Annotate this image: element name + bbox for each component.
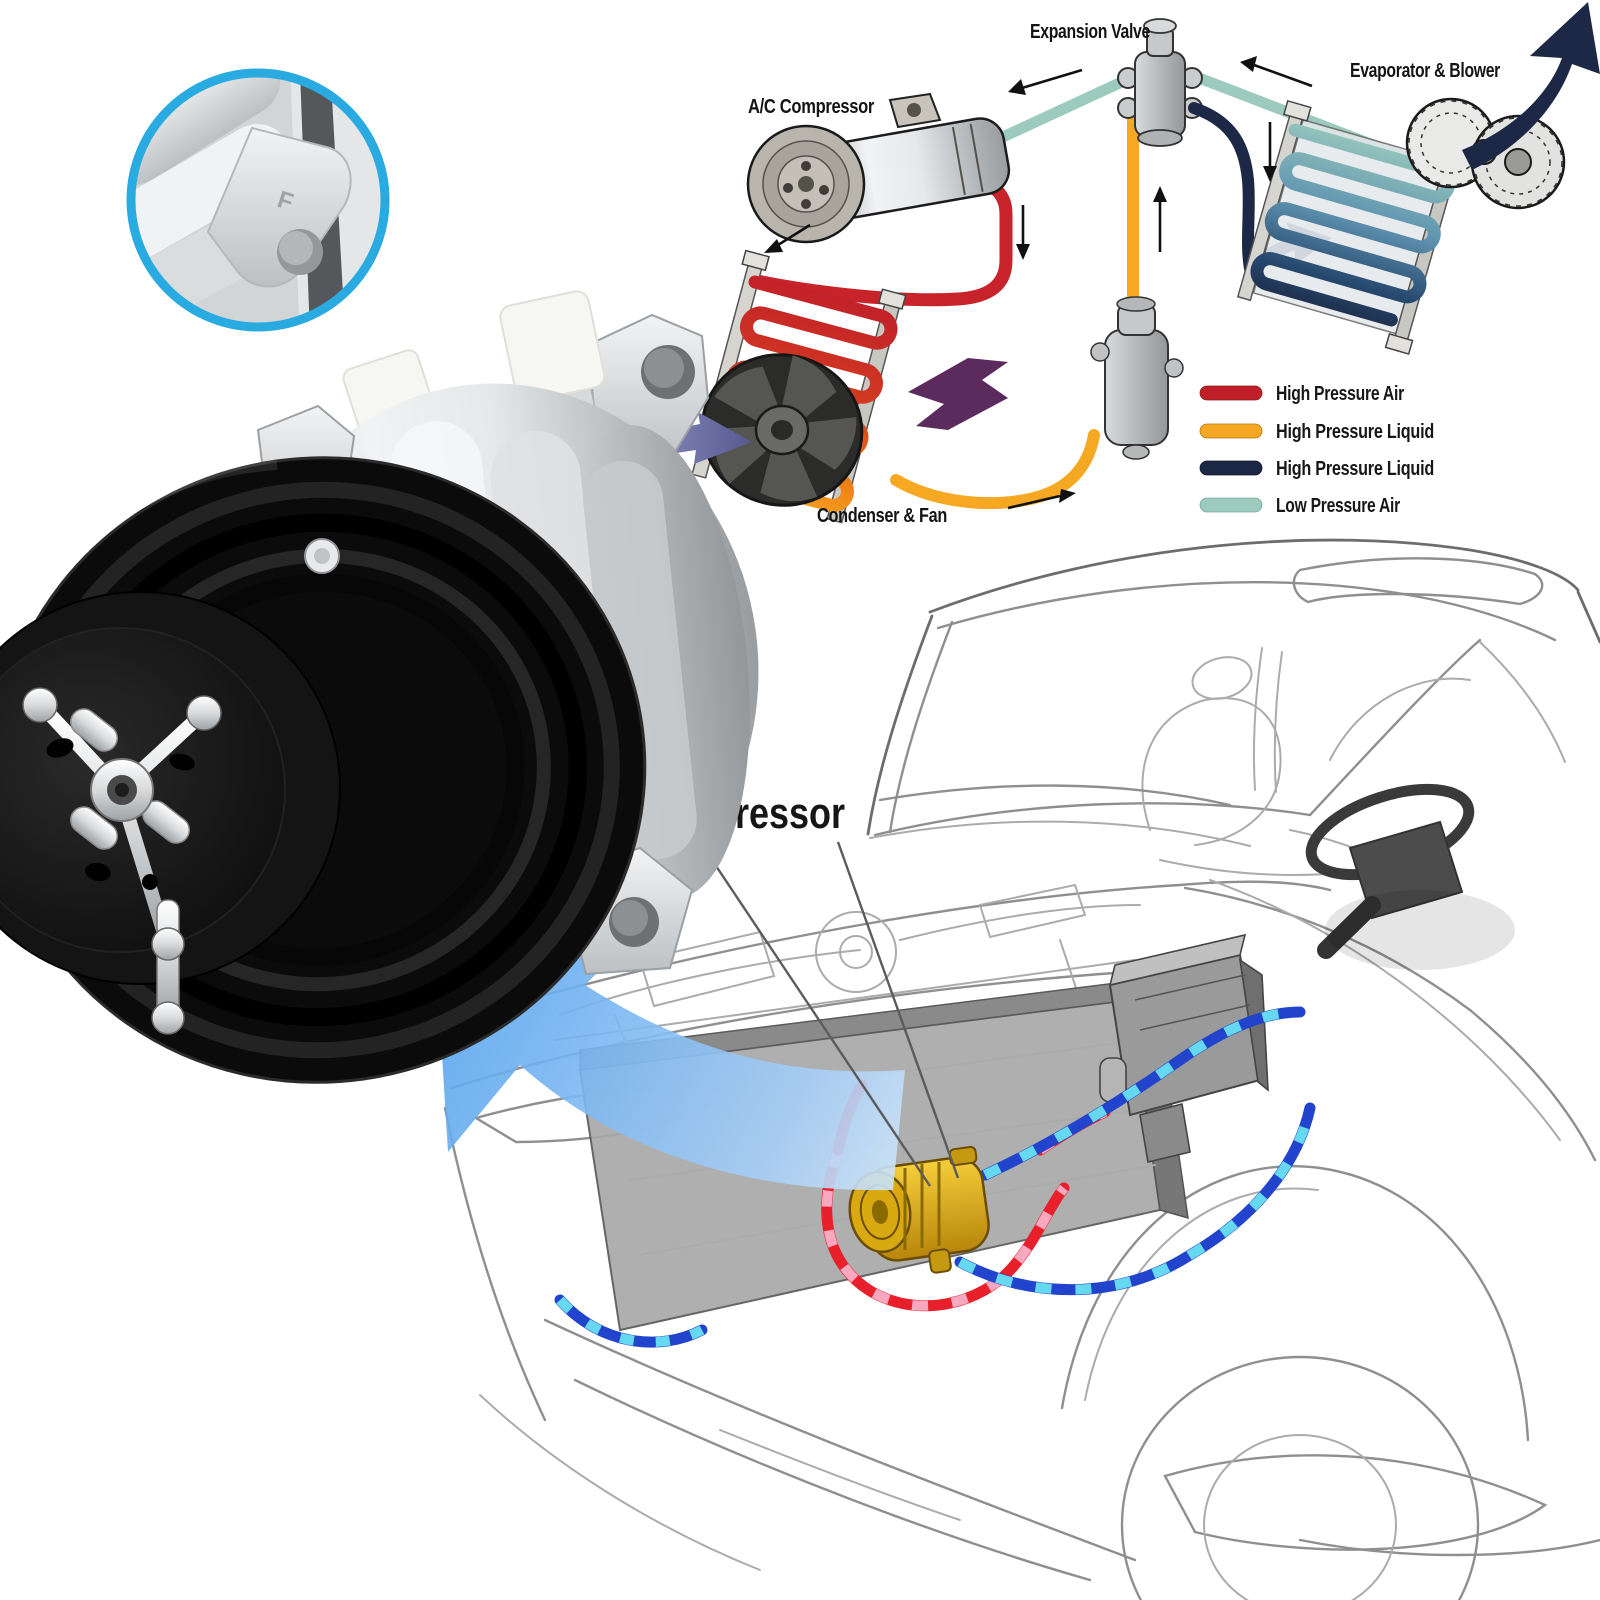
airflow-arrow-navy bbox=[1462, 2, 1600, 170]
ac-cycle-diagram: Expansion Valve A/C Compressor Evaporato… bbox=[640, 2, 1600, 527]
evaporator-coil bbox=[1236, 99, 1459, 355]
legend-label-2: High Pressure Liquid bbox=[1276, 458, 1434, 480]
label-evaporator-blower: Evaporator & Blower bbox=[1350, 60, 1500, 82]
pipe-high-pressure-liquid-navy bbox=[1188, 102, 1258, 284]
callout-leader-line bbox=[699, 841, 960, 1187]
pipe-high-pressure-liquid-orange bbox=[890, 429, 1100, 510]
legend-row: High Pressure Liquid bbox=[1199, 421, 1434, 443]
product-photo: A bbox=[0, 290, 759, 1084]
pipe-high-pressure-air bbox=[750, 169, 1013, 307]
highlighted-compressor bbox=[848, 1145, 990, 1274]
clutch-pulley bbox=[0, 456, 647, 1084]
inset-ring bbox=[126, 68, 390, 332]
flow-arrows bbox=[764, 56, 1313, 510]
diagram-compressor bbox=[746, 92, 1011, 244]
airflow-arrow-purple bbox=[908, 358, 1008, 430]
front-wheel-arch bbox=[1060, 1165, 1530, 1442]
label-ac-compressor: A/C Compressor bbox=[748, 96, 875, 118]
condenser-fan-wheel bbox=[700, 353, 864, 507]
legend-label-3: Low Pressure Air bbox=[1276, 495, 1400, 517]
legend-label-0: High Pressure Air bbox=[1276, 383, 1404, 405]
pipe-low-pressure-to-compressor bbox=[986, 74, 1132, 148]
legend-label-1: High Pressure Liquid bbox=[1276, 421, 1434, 443]
label-expansion-valve: Expansion Valve bbox=[1030, 21, 1150, 43]
steering-wheel bbox=[1305, 783, 1515, 970]
legend-row: Low Pressure Air bbox=[1199, 495, 1401, 517]
legend: High Pressure Air High Pressure Liquid H… bbox=[1199, 383, 1434, 517]
label-condenser-fan: Condenser & Fan bbox=[817, 505, 947, 527]
legend-row: High Pressure Liquid bbox=[1199, 458, 1434, 480]
clutch-center-nut bbox=[90, 758, 154, 822]
legend-row: High Pressure Air bbox=[1199, 383, 1405, 405]
legend-swatch-2 bbox=[1199, 460, 1263, 476]
receiver-drier bbox=[1090, 296, 1184, 460]
legend-swatch-3 bbox=[1199, 497, 1263, 513]
hvac-unit bbox=[1099, 933, 1269, 1163]
expansion-valve bbox=[1117, 18, 1203, 147]
legend-swatch-1 bbox=[1199, 423, 1263, 439]
front-wheel bbox=[1120, 1355, 1480, 1600]
detail-inset: F bbox=[126, 68, 390, 332]
ac-hose-cold bbox=[554, 1006, 1316, 1348]
legend-swatch-0 bbox=[1199, 385, 1263, 401]
